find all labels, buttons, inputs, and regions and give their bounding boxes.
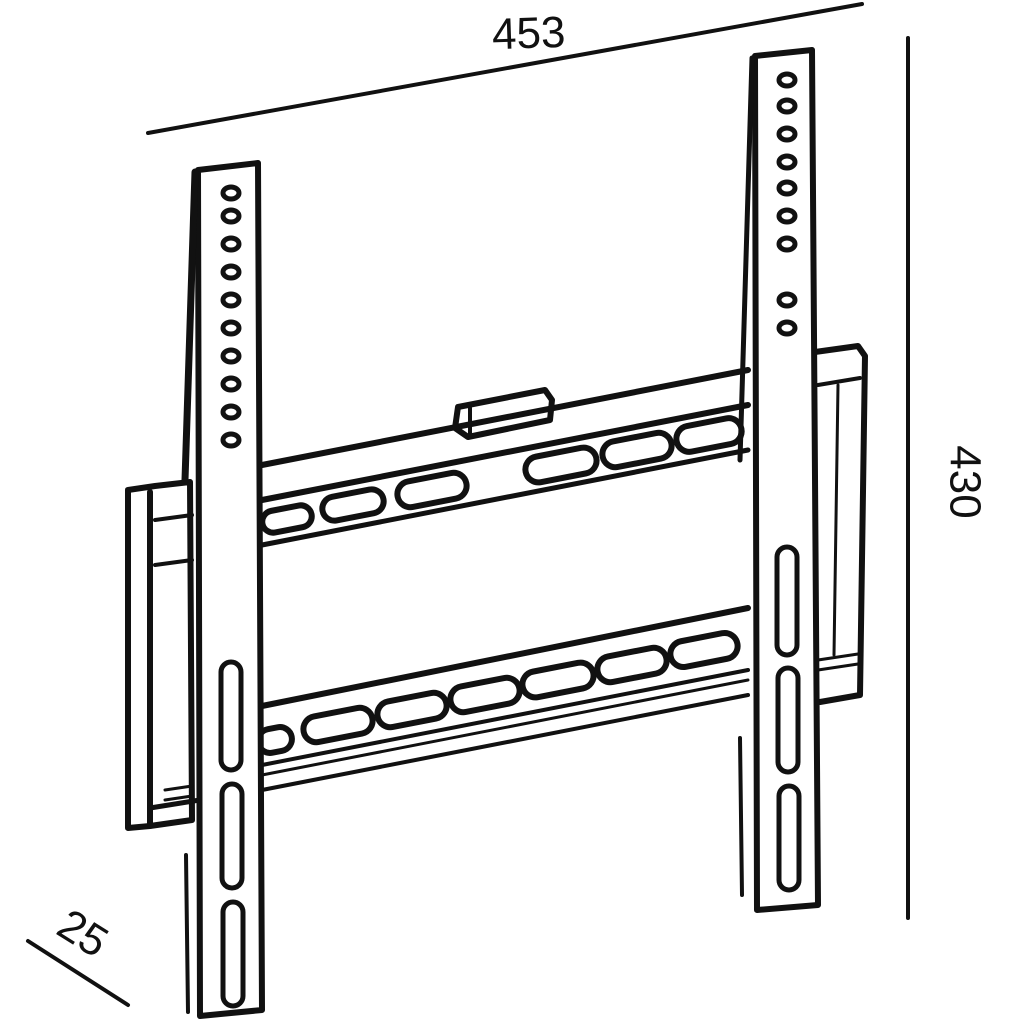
height-dimension-label: 430 — [940, 445, 990, 519]
right-arm-slots — [774, 544, 802, 893]
lower-rail — [147, 605, 751, 811]
right-side-frame — [812, 343, 868, 705]
right-arm-holes — [776, 71, 798, 337]
width-dimension-label: 453 — [491, 7, 567, 60]
left-arm-slots — [218, 659, 246, 1009]
left-side-frame — [125, 479, 195, 831]
left-arm — [181, 160, 265, 1019]
right-arm — [737, 47, 821, 913]
lower-rail-slots — [255, 629, 741, 756]
upper-rail — [259, 367, 751, 548]
upper-rail-slots — [259, 415, 745, 536]
left-arm-holes — [220, 184, 242, 449]
dimension-lines — [26, 2, 910, 1007]
